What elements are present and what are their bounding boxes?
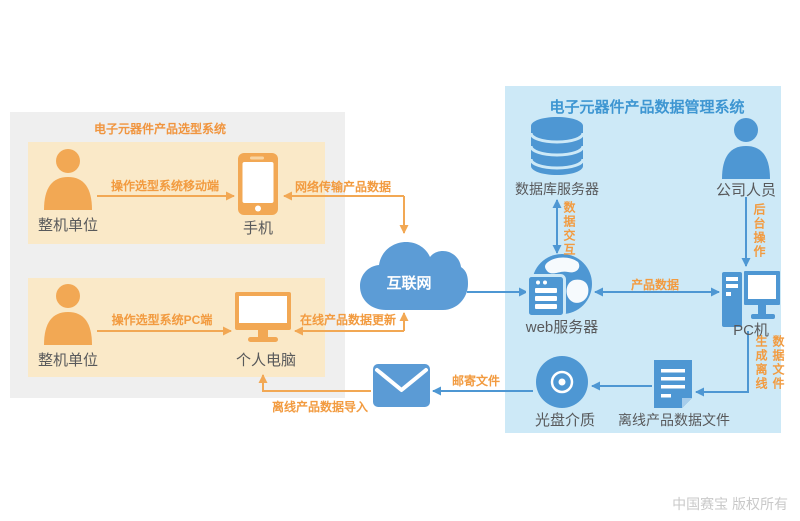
- smartphone-icon: [238, 153, 278, 215]
- cloud-label: 互联网: [386, 275, 432, 292]
- label-offline-file: 离线产品数据文件: [618, 412, 730, 428]
- flow-generate-offline-col2: 数据文件: [771, 335, 785, 391]
- flow-generate-offline: 生成离线 数据文件: [754, 335, 785, 391]
- arrow-offline-import: [258, 374, 371, 392]
- web-server-globe-icon: [526, 250, 612, 316]
- flow-product-data: 产品数据: [630, 278, 680, 292]
- desktop-pc-icon: [722, 271, 780, 327]
- label-pc: PC机: [733, 322, 769, 339]
- flow-operate-mobile: 操作选型系统移动端: [110, 179, 220, 193]
- label-personal-computer: 个人电脑: [235, 352, 297, 369]
- label-actor-mobile: 整机单位: [37, 217, 99, 234]
- flow-mail-file: 邮寄文件: [451, 374, 501, 388]
- user-icon: [40, 148, 96, 210]
- label-disc-media: 光盘介质: [534, 412, 596, 429]
- envelope-icon: [373, 364, 430, 407]
- monitor-icon: [235, 292, 291, 345]
- copyright-watermark: 中国赛宝 版权所有: [672, 496, 788, 512]
- database-icon: [529, 116, 585, 176]
- label-web-server: web服务器: [525, 319, 599, 336]
- flow-backend-operation: 后台操作: [752, 203, 766, 259]
- label-phone: 手机: [242, 220, 274, 237]
- flow-operate-pc: 操作选型系统PC端: [111, 313, 213, 327]
- label-actor-pc: 整机单位: [37, 352, 99, 369]
- disc-icon: [535, 355, 589, 409]
- label-database-server: 数据库服务器: [515, 181, 599, 197]
- data-management-title: 电子元器件产品数据管理系统: [549, 99, 745, 116]
- flow-data-exchange: 数据交互: [562, 201, 576, 257]
- cloud-icon: [358, 234, 470, 316]
- flow-network-transfer: 网络传输产品数据: [294, 180, 392, 194]
- user-icon: [40, 283, 96, 345]
- label-company-staff: 公司人员: [715, 182, 777, 199]
- flow-offline-import: 离线产品数据导入: [271, 400, 369, 414]
- selection-system-title: 电子元器件产品选型系统: [93, 122, 227, 136]
- flow-generate-offline-col1: 生成离线: [754, 335, 768, 391]
- document-icon: [654, 360, 692, 408]
- arrow-generate-offline: [695, 331, 749, 397]
- flow-online-update: 在线产品数据更新: [299, 313, 397, 327]
- user-icon: [718, 117, 774, 179]
